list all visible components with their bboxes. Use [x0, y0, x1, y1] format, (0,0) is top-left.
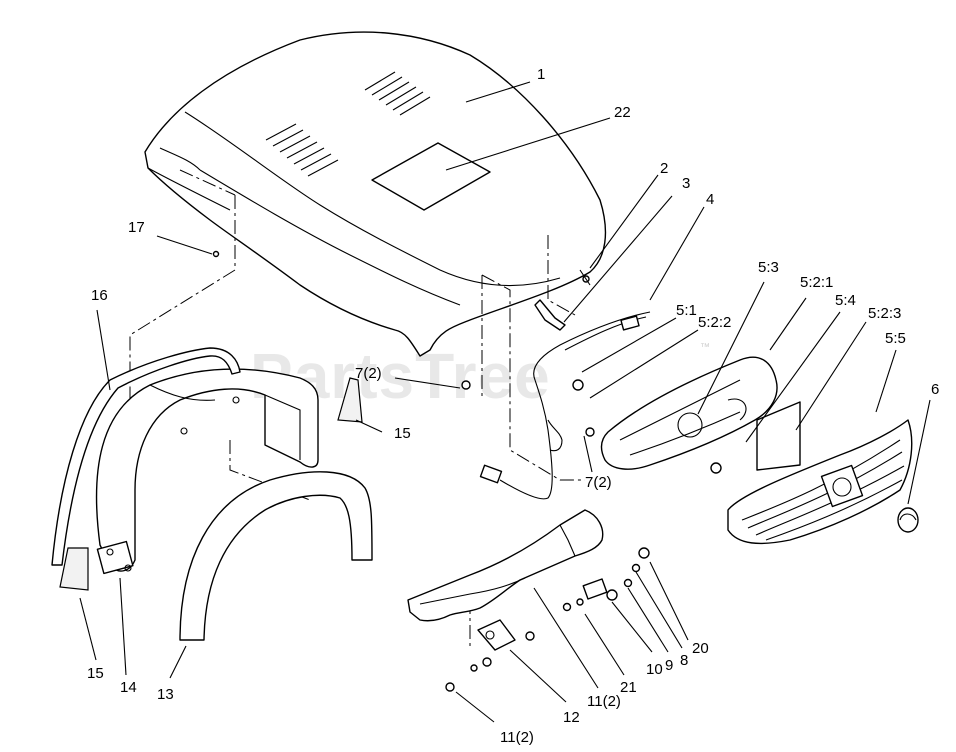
- hinge-bracket-part: [534, 269, 591, 331]
- callout-5-3: 5:3: [758, 259, 779, 276]
- callout-21: 21: [620, 679, 637, 696]
- wedge-block-left-part: [59, 547, 89, 591]
- callout-1: 1: [537, 66, 545, 83]
- callout-12: 12: [563, 709, 580, 726]
- callout-5-2-3: 5:2:3: [868, 305, 901, 322]
- grille-part: [727, 419, 913, 545]
- callout-20: 20: [692, 640, 709, 657]
- dash-panel-part: [95, 368, 319, 575]
- callout-5-4: 5:4: [835, 292, 856, 309]
- callout-17: 17: [128, 219, 145, 236]
- callout-4: 4: [706, 191, 714, 208]
- callout-15-left: 15: [87, 665, 104, 682]
- callout-13: 13: [157, 686, 174, 703]
- callout-16: 16: [91, 287, 108, 304]
- callout-22: 22: [614, 104, 631, 121]
- hood-part: [144, 31, 607, 357]
- cap-part: [897, 507, 919, 533]
- callout-14: 14: [120, 679, 137, 696]
- callout-9: 9: [665, 657, 673, 674]
- decal-part: [371, 142, 491, 211]
- callout-7-lower: 7(2): [585, 474, 612, 491]
- hardware-parts: [212, 250, 650, 692]
- mounting-bracket-part: [407, 509, 604, 651]
- watermark: PartsTree ™: [250, 340, 710, 412]
- callout-11-lower: 11(2): [500, 729, 534, 746]
- callout-2: 2: [660, 160, 668, 177]
- trim-strip-part: [51, 347, 241, 566]
- rear-fender-part: [179, 471, 373, 641]
- callout-5-5: 5:5: [885, 330, 906, 347]
- callout-15-right: 15: [394, 425, 411, 442]
- callout-10: 10: [646, 661, 663, 678]
- callout-7-upper: 7(2): [355, 365, 382, 382]
- callout-labels: 1 22 2 3 4 5:3 5:2:1 5:4 5:2:3 5:5 6 5:1…: [87, 66, 939, 746]
- callout-11-upper: 11(2): [587, 693, 621, 710]
- headlight-housing-part: [600, 356, 801, 474]
- callout-8: 8: [680, 652, 688, 669]
- vent-slots-upper: [364, 71, 431, 116]
- leader-lines: [79, 81, 931, 723]
- callout-5-2-1: 5:2:1: [800, 274, 833, 291]
- callout-5-2-2: 5:2:2: [698, 314, 731, 331]
- wedge-block-right-part: [337, 377, 363, 423]
- callout-6: 6: [931, 381, 939, 398]
- watermark-trademark: ™: [700, 342, 710, 353]
- wire-harness-part: [479, 311, 651, 500]
- vent-slots-lower: [265, 123, 339, 177]
- callout-3: 3: [682, 175, 690, 192]
- callout-5-1: 5:1: [676, 302, 697, 319]
